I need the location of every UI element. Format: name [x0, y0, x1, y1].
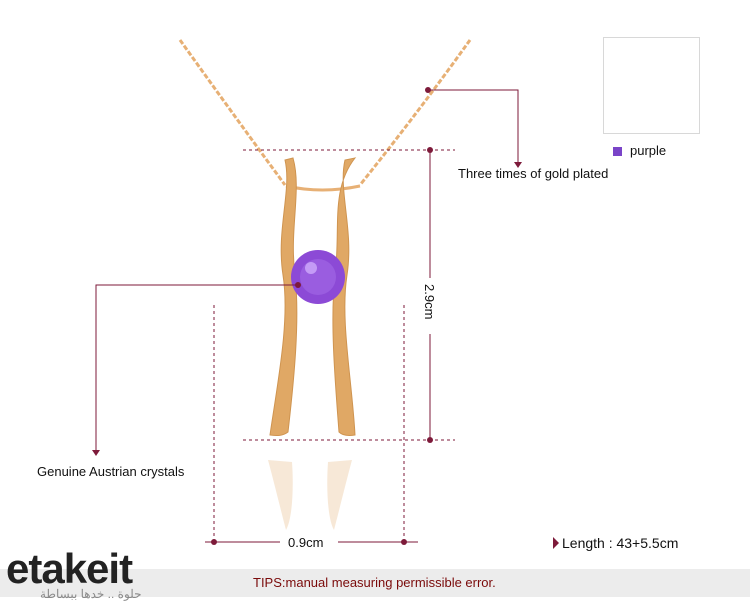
gold-callout-line	[428, 89, 519, 165]
tip-bar	[0, 569, 750, 597]
pendant-reflection	[268, 460, 352, 530]
color-label: purple	[630, 143, 667, 158]
width-label: 0.9cm	[288, 535, 324, 550]
height-label: 2.9cm	[422, 284, 437, 320]
measure-guides	[213, 149, 455, 545]
thumbnail-frame[interactable]	[603, 37, 700, 134]
pendant	[269, 157, 357, 437]
arrow-down-icon	[514, 162, 522, 168]
length-label: Length : 43+5.5cm	[562, 535, 679, 551]
necklace-chain	[178, 39, 472, 192]
tip-text: TIPS:manual measuring permissible error.	[253, 575, 496, 590]
triangle-bullet-icon	[553, 537, 559, 549]
crystal-callout-line	[95, 284, 298, 452]
brand-logo: etakeit	[6, 545, 133, 592]
crystal-label: Genuine Austrian crystals	[37, 464, 185, 479]
brand-tagline: حلوة .. خدها ببساطة	[40, 587, 142, 601]
color-swatch	[613, 147, 622, 157]
color-option[interactable]: purple	[613, 143, 666, 158]
gold-plated-label: Three times of gold plated	[458, 166, 609, 181]
arrow-down-icon	[92, 450, 100, 456]
